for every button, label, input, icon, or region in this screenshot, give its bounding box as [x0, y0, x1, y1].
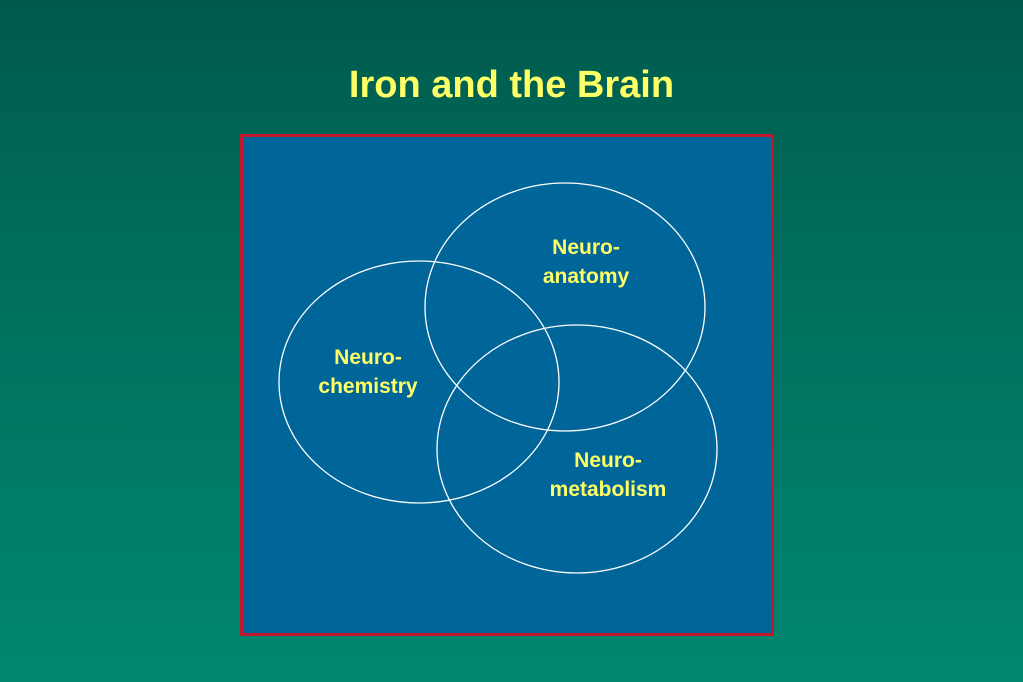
venn-label-line: metabolism: [549, 478, 667, 501]
venn-label-line: chemistry: [318, 375, 418, 398]
circle-neurochemistry: [278, 260, 560, 504]
venn-label-line: Neuro-: [334, 346, 402, 369]
circle-neuroanatomy: [424, 182, 706, 432]
slide-title: Iron and the Brain: [348, 64, 675, 106]
circle-neurometabolism: [436, 324, 718, 574]
venn-label-neuroanatomy: Neuro- anatomy: [496, 233, 676, 291]
venn-diagram: [278, 182, 718, 574]
venn-label-neurometabolism: Neuro- metabolism: [518, 446, 698, 504]
venn-label-neurochemistry: Neuro- chemistry: [278, 343, 458, 401]
venn-diagram-frame: Neuro- anatomy Neuro- chemistry Neuro- m…: [240, 134, 774, 636]
venn-label-line: Neuro-: [574, 449, 642, 472]
venn-label-line: anatomy: [542, 265, 630, 288]
venn-label-line: Neuro-: [552, 236, 620, 259]
